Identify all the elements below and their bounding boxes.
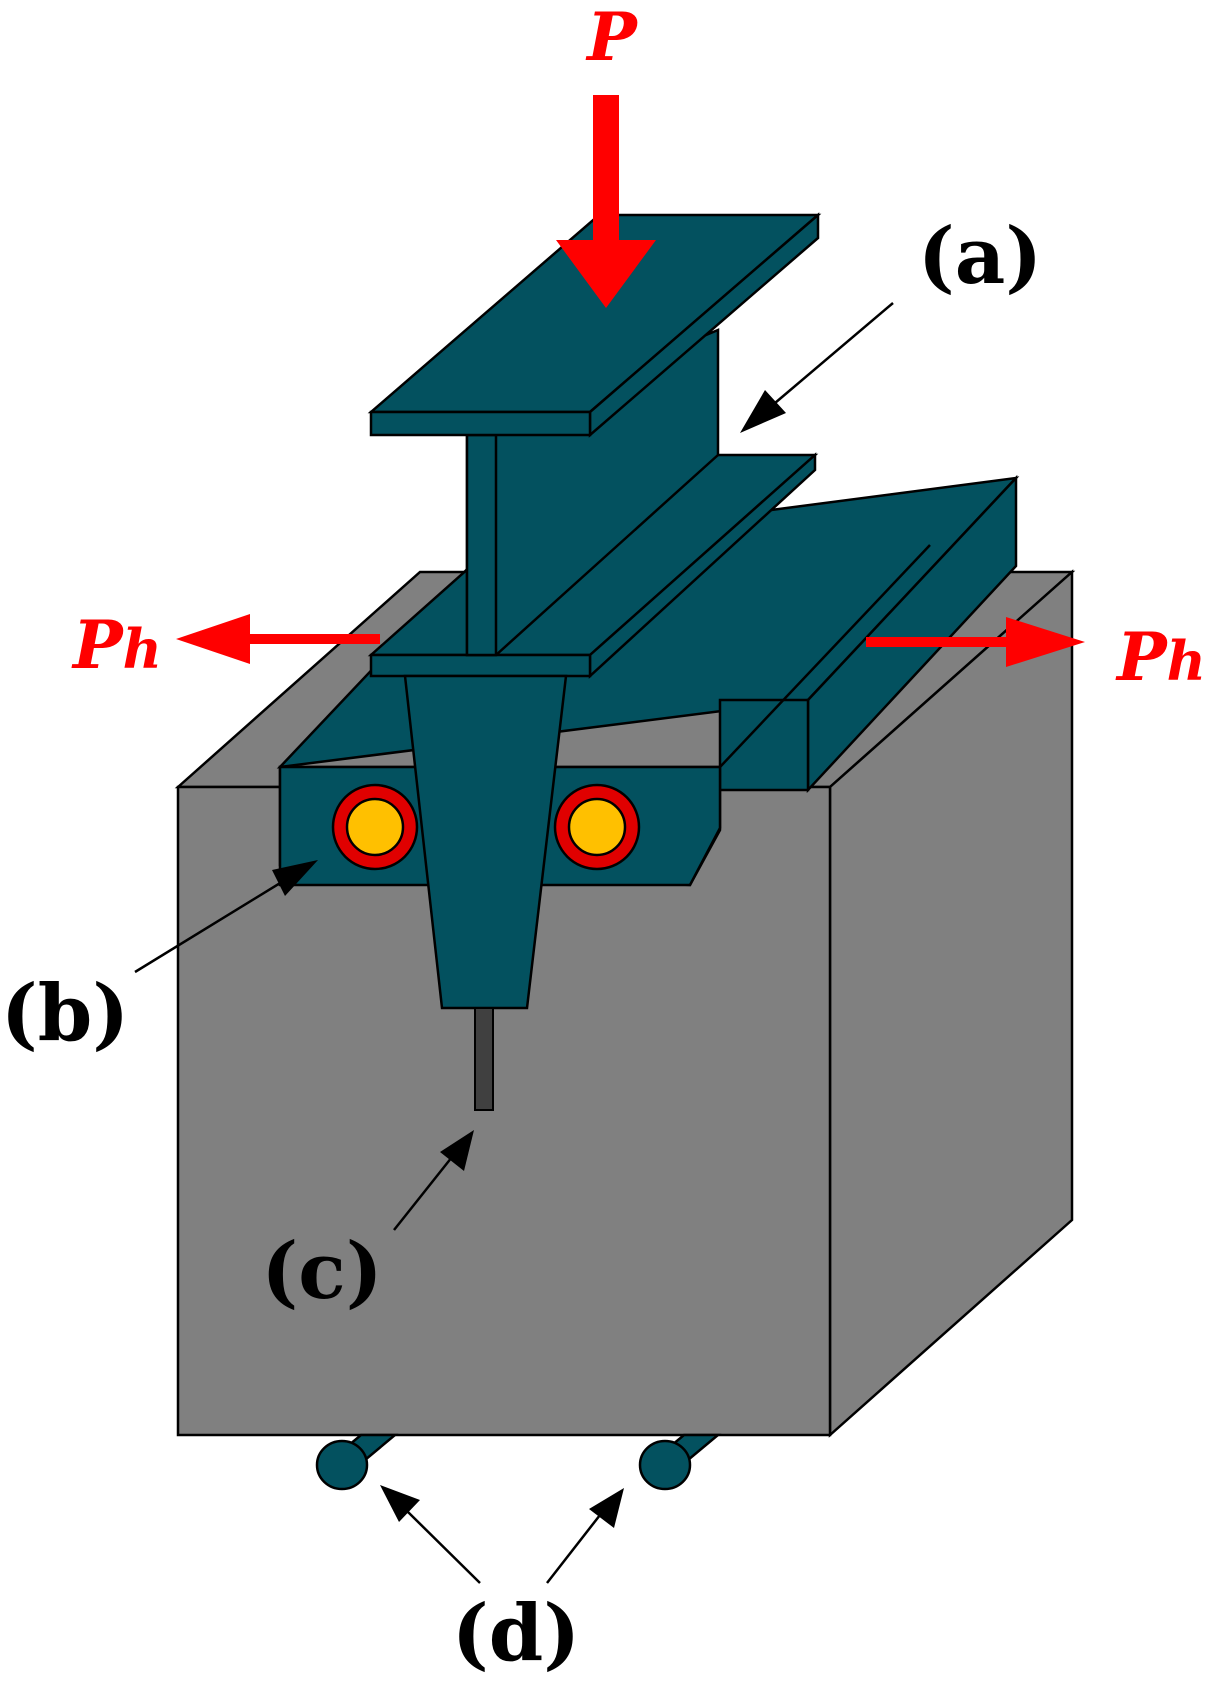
force-ph-right-main: P [1115,618,1169,696]
force-ph-left-main: P [71,606,125,684]
force-ph-right-sub: h [1167,629,1206,693]
leader-c [393,1130,474,1231]
force-p-label: P [585,0,639,76]
label-b: (b) [1,968,129,1059]
shear-pin [474,1007,494,1111]
leader-d-right [546,1488,624,1584]
lower-flange-front [369,653,592,678]
force-ph-right-label: Ph [1115,618,1206,696]
bolt-left-core [345,797,405,857]
vertical-force-arrow [556,95,656,308]
web-front [465,433,498,657]
force-ph-left-sub: h [123,617,162,681]
leader-b [134,860,318,974]
upper-flange-front [369,410,592,437]
label-d: (d) [452,1588,580,1679]
leader-a [740,302,894,433]
horizontal-force-arrow-right [866,617,1085,667]
anchor-bolts [331,783,641,871]
channel-ridge-line [719,544,931,768]
leader-d-left [380,1485,481,1584]
horizontal-force-arrow-left [176,614,380,664]
tapered-connector [403,674,568,1010]
support-rollers [315,1433,722,1491]
force-ph-left-label: Ph [71,606,162,684]
label-c: (c) [261,1226,382,1317]
bolt-right-core [567,797,627,857]
h-beam [367,212,822,1010]
label-a: (a) [918,211,1042,302]
roller-left-end [315,1439,369,1491]
roller-right-end [638,1439,692,1491]
